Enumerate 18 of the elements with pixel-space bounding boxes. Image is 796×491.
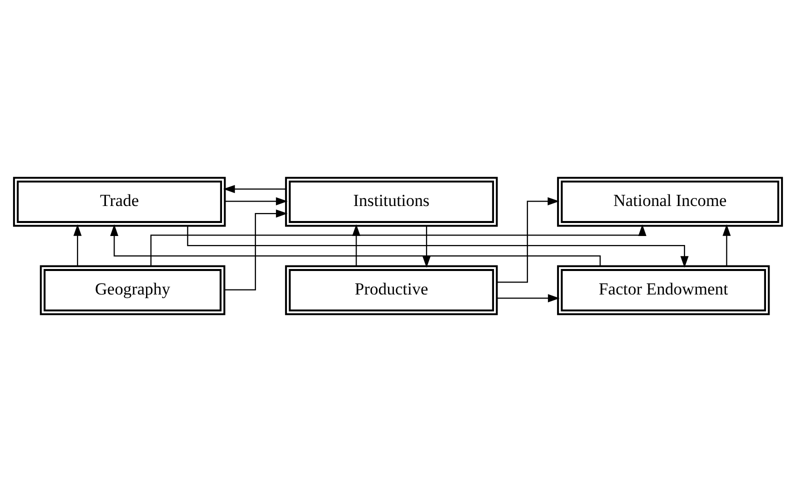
- arrow: [352, 224, 360, 266]
- arrow: [224, 196, 288, 205]
- node-box: National Income: [557, 176, 783, 226]
- node-box: Trade: [13, 176, 226, 226]
- arrow: [223, 184, 286, 193]
- arrow: [150, 224, 646, 266]
- arrow: [73, 224, 82, 266]
- node-box: Institutions: [285, 176, 498, 226]
- node-box: Geography: [40, 264, 226, 315]
- arrow: [187, 225, 689, 268]
- arrow: [722, 224, 731, 266]
- node-box: Productive: [285, 264, 498, 315]
- arrow: [496, 294, 560, 302]
- arrow: [224, 208, 288, 290]
- arrow: [422, 225, 431, 268]
- arrow: [496, 196, 560, 282]
- arrow: [110, 224, 601, 266]
- node-box: Factor Endowment: [557, 264, 770, 315]
